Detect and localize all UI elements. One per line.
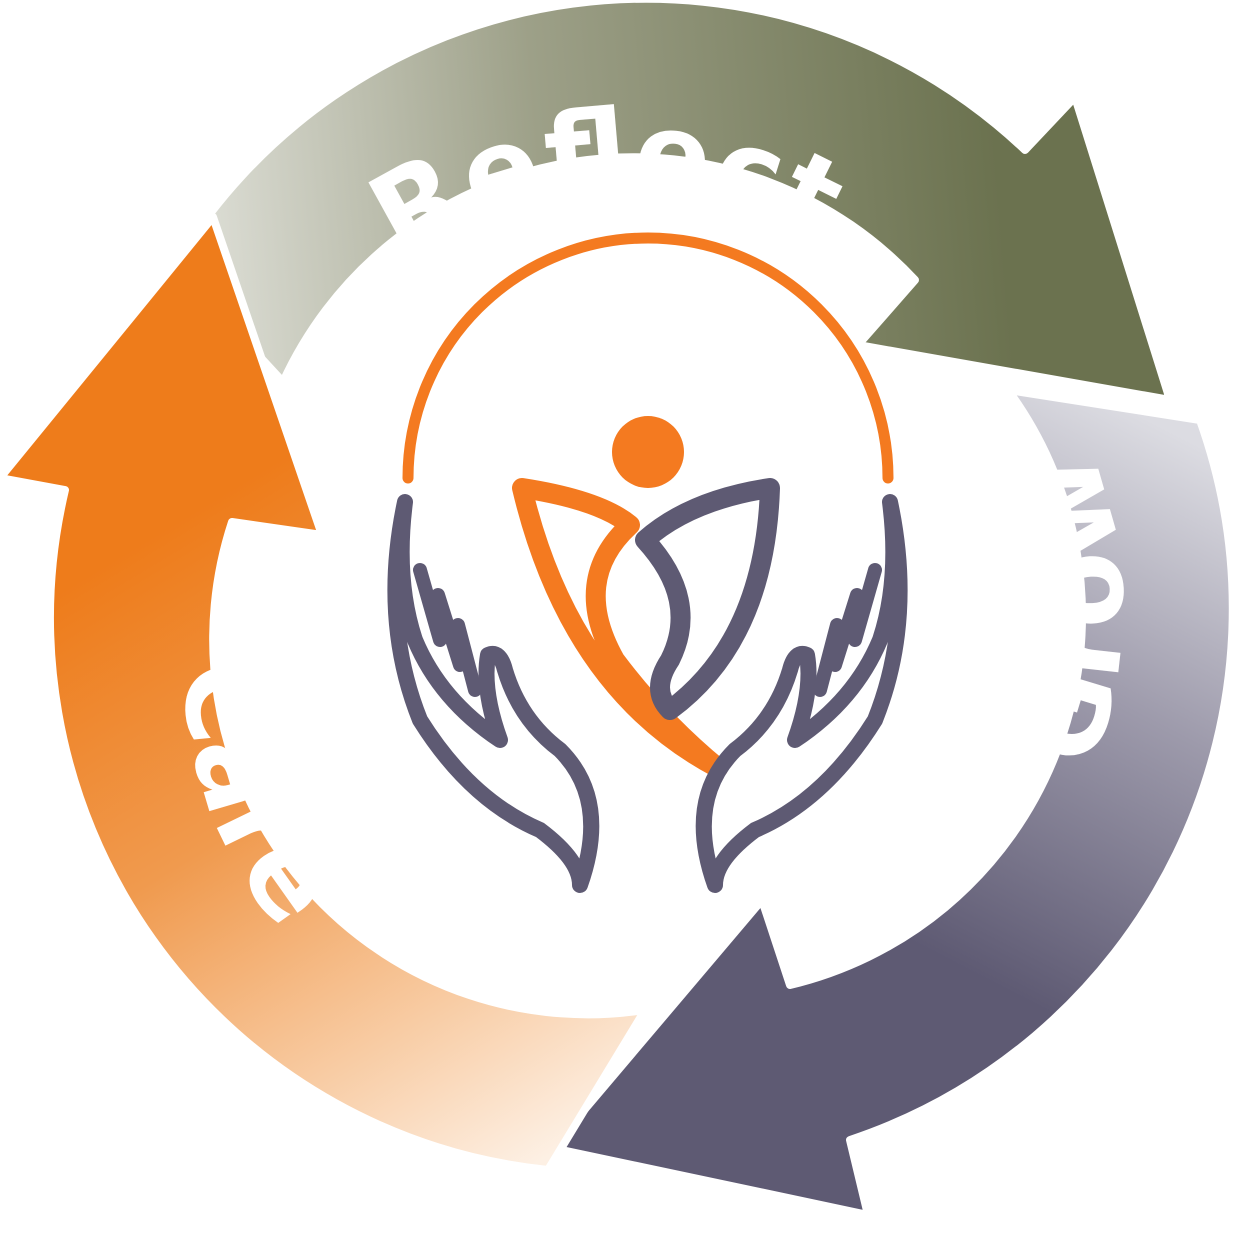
halo-arc [402, 232, 894, 484]
grow-label: Grow [994, 442, 1152, 778]
reflect-arrow [171, 0, 1174, 404]
care-arrow [0, 213, 649, 1174]
person-figure-icon [612, 416, 684, 488]
orange-petal [512, 478, 728, 778]
right-hand [695, 494, 908, 893]
left-fingers [413, 563, 482, 697]
purple-petal [635, 478, 780, 720]
caring-hands-icon [387, 232, 908, 893]
right-fingers [813, 563, 882, 697]
left-hand [387, 494, 600, 893]
